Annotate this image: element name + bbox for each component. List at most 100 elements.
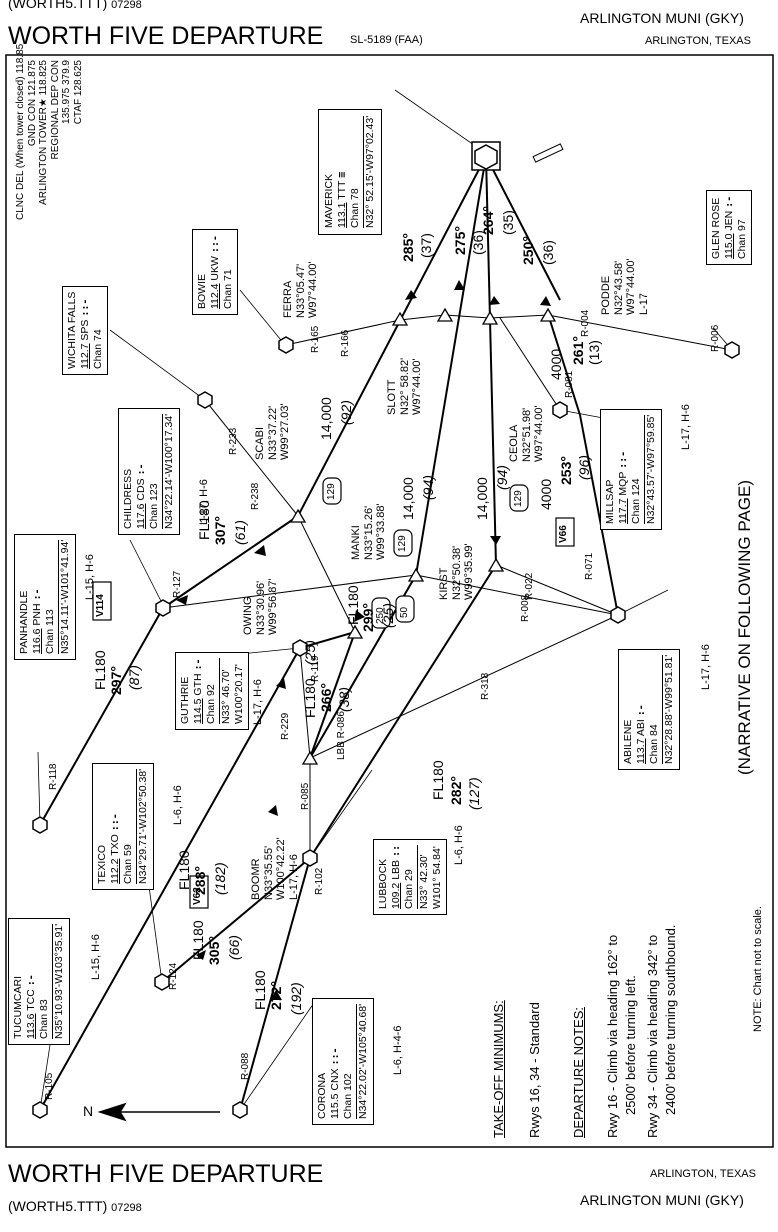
radial-318: R-318 bbox=[480, 672, 491, 700]
speed-129c: 129 bbox=[513, 490, 524, 507]
top-procedure-code: (WORTH5.TTT) 07298 bbox=[8, 0, 142, 11]
dist-66: (66) bbox=[226, 935, 242, 960]
bowie-navaid-box: BOWIE 112.4 UKW ::- Chan 71 bbox=[192, 229, 239, 315]
fl180-f: FL180 bbox=[430, 760, 446, 800]
takeoff-text: Rwys 16, 34 - Standard bbox=[527, 1002, 542, 1138]
speed-129a: 129 bbox=[326, 483, 337, 500]
radial-166: R-166 bbox=[340, 329, 351, 357]
radial-118: R-118 bbox=[48, 763, 59, 791]
speed-250: 250 bbox=[375, 607, 386, 624]
dist-37: (37) bbox=[418, 233, 434, 258]
course-305: 305° bbox=[206, 936, 222, 965]
top-city: ARLINGTON, TEXAS bbox=[645, 35, 751, 47]
radial-008: R-008 bbox=[520, 594, 531, 622]
fl180-a: FL180 bbox=[196, 500, 212, 540]
radial-071: R-071 bbox=[584, 552, 595, 580]
corona-navaid-box: CORONA 115.5 CNX ::- Chan 102 N34°22.02'… bbox=[312, 997, 374, 1125]
abilene-chart-ref: L-17, H-6 bbox=[700, 644, 712, 690]
takeoff-heading: TAKE-OFF MINIMUMS: bbox=[491, 1000, 506, 1138]
airway-v114: V114 bbox=[95, 594, 106, 617]
radial-233: R-233 bbox=[228, 427, 239, 455]
fl180-e: FL180 bbox=[176, 850, 192, 890]
radial-088: R-088 bbox=[240, 1052, 251, 1080]
radial-102: R-102 bbox=[314, 867, 325, 895]
radial-124: R-124 bbox=[168, 962, 179, 990]
dist-182: (182) bbox=[212, 862, 228, 895]
bottom-procedure-code: (WORTH5.TTT) 07298 bbox=[8, 1198, 142, 1214]
departure-line-4: 2400' before turning southbound. bbox=[663, 924, 678, 1115]
dist-38: (38) bbox=[336, 687, 352, 712]
speed-129b: 129 bbox=[397, 535, 408, 552]
dist-87: (87) bbox=[126, 665, 142, 690]
texico-chart-ref: L-6, H-6 bbox=[172, 785, 184, 825]
course-266: 266° bbox=[318, 683, 334, 712]
radial-105: R-105 bbox=[44, 1072, 55, 1100]
bottom-city: ARLINGTON, TEXAS bbox=[650, 1168, 756, 1180]
radial-lbb-086: LBB R-086 bbox=[336, 711, 347, 760]
dist-127: (127) bbox=[466, 777, 482, 810]
course-299: 299° bbox=[360, 603, 376, 632]
radial-119: R-119 bbox=[310, 655, 321, 683]
radial-006: R-006 bbox=[710, 324, 721, 352]
corona-chart-ref: L-6, H-4-6 bbox=[392, 1025, 404, 1075]
fl180-c: FL180 bbox=[92, 650, 108, 690]
scale-note: NOTE: Chart not to scale. bbox=[752, 906, 764, 1032]
alt-14000b: 14,000 bbox=[400, 477, 416, 520]
departure-line-2: 2500' before turning left. bbox=[623, 975, 638, 1115]
course-264: 264° bbox=[480, 206, 496, 235]
glen-rose-navaid-box: GLEN ROSE 115.0 JEN :- Chan 97 bbox=[706, 189, 753, 265]
dist-94b: (94) bbox=[494, 465, 510, 490]
wichita-falls-navaid-box: WICHITA FALLS 112.7 SPS ::- Chan 74 bbox=[62, 285, 109, 375]
alt-14000c: 14,000 bbox=[474, 477, 490, 520]
guthrie-navaid-box: GUTHRIE 114.5 GTH :- Chan 92 N33° 46.70'… bbox=[175, 652, 250, 730]
texico-navaid-box: TEXICO 112.2 TXO ::- Chan 59 N34°29.71'-… bbox=[92, 762, 154, 890]
departure-line-1: Rwy 16 - Climb via heading 162° to bbox=[605, 934, 620, 1138]
alt-4000a: 4000 bbox=[548, 348, 564, 380]
chart-code: SL-5189 (FAA) bbox=[350, 34, 423, 46]
panhandle-navaid-box: PANHANDLE 116.6 PNH :- Chan 113 N35°14.1… bbox=[14, 533, 76, 660]
narrative-note: (NARRATIVE ON FOLLOWING PAGE) bbox=[735, 479, 754, 775]
tucumcari-navaid-box: TUCUMCARI 113.6 TCC :- Chan 83 N35°10.93… bbox=[8, 917, 70, 1045]
alt-14000a: 14,000 bbox=[318, 397, 334, 440]
course-272: 272° bbox=[268, 981, 284, 1010]
course-282: 282° bbox=[448, 776, 464, 805]
millsap-chart-ref: L-17, H-6 bbox=[680, 404, 692, 450]
fl180-d: FL180 bbox=[302, 678, 318, 718]
radial-127: R-127 bbox=[172, 570, 183, 598]
frequency-list: CLNC DEL (When tower closed) 118.85 GND … bbox=[15, 43, 84, 220]
speed-50: 50 bbox=[399, 606, 410, 618]
guthrie-chart-ref: L-17, H-6 bbox=[252, 679, 264, 725]
course-253: 253° bbox=[558, 456, 574, 485]
dist-35: (35) bbox=[500, 210, 516, 235]
dist-92: (92) bbox=[338, 400, 354, 425]
alt-4000b: 4000 bbox=[538, 478, 554, 510]
radial-165: R-165 bbox=[310, 325, 321, 353]
abilene-navaid-box: ABILENE 113.7 ABI :- Chan 84 N32°28.88'-… bbox=[618, 648, 680, 770]
bottom-title: WORTH FIVE DEPARTURE bbox=[8, 1160, 324, 1188]
fl180-g: FL180 bbox=[190, 920, 206, 960]
dist-13: (13) bbox=[586, 340, 602, 365]
departure-line-3: Rwy 34 - Climb via heading 342° to bbox=[645, 934, 660, 1138]
top-title: WORTH FIVE DEPARTURE bbox=[8, 22, 324, 50]
course-307: 307° bbox=[212, 516, 228, 545]
radial-085: R-085 bbox=[300, 782, 311, 810]
course-285: 285° bbox=[400, 233, 416, 262]
fl180-h: FL180 bbox=[252, 970, 268, 1010]
dist-94a: (94) bbox=[420, 475, 436, 500]
dist-61: (61) bbox=[232, 520, 248, 545]
childress-navaid-box: CHILDRESS 117.6 CDS :- Chan 123 N34°22.1… bbox=[118, 407, 180, 535]
course-297: 297° bbox=[108, 666, 124, 695]
course-275: 275° bbox=[452, 226, 468, 255]
radial-081: R-081 bbox=[564, 370, 575, 398]
north-label: N bbox=[83, 1103, 94, 1119]
radial-238: R-238 bbox=[250, 482, 261, 510]
